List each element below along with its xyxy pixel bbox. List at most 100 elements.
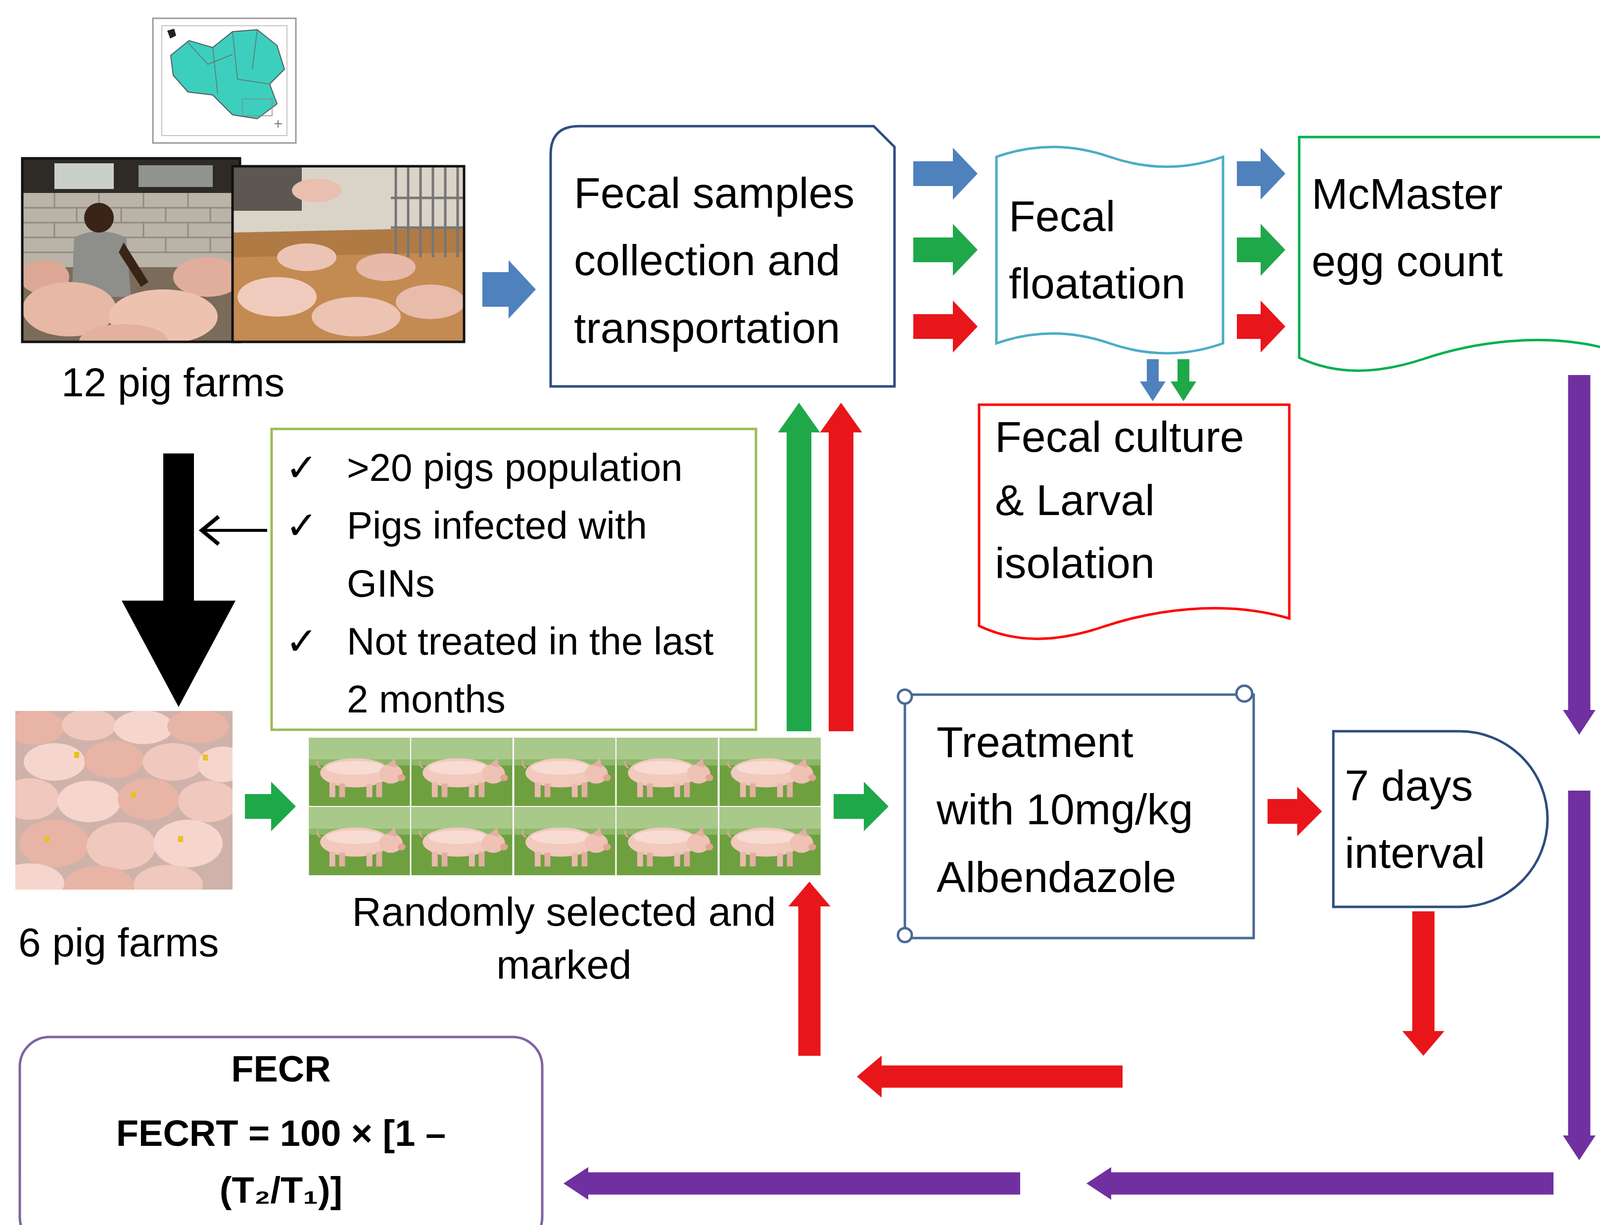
box-outline-shape [19,1036,543,1225]
farm-photo [74,752,80,758]
arrow-head [1562,1135,1596,1161]
arrow-shaft [244,794,272,819]
box-label: Fecal samples collection and transportat… [573,159,877,362]
pig-photo-grid [308,806,410,876]
arrow-shaft [1111,1172,1554,1195]
criteria-box: ✓>20 pigs population✓Pigs infected with … [270,427,757,731]
photo-frame [22,158,240,342]
farm-photo [237,277,317,317]
process-tape: Fecal floatation [994,142,1225,358]
pig-photo-grid [411,737,513,806]
farm-photo [133,864,203,890]
arrow-head [121,600,236,707]
farm-photo [22,192,240,253]
farm-photo [142,743,204,781]
farm-photo [44,836,50,843]
arrow-head [1086,1167,1112,1200]
box-outline [1331,729,1550,909]
farm-photo [117,778,180,820]
connector-arrow [1170,359,1197,402]
check-mark: ✓ [285,612,347,729]
farm-photo [178,836,184,843]
arrow-head [1139,381,1166,402]
farm-photo [173,257,240,297]
criteria-row: ✓Not treated in the last 2 months [285,612,748,729]
pig-photo-grid [308,737,822,876]
connector-arrow [833,781,889,832]
connector-arrow [1236,147,1286,200]
map-inset [161,25,287,136]
document-box: Fecal culture & Larval isolation [977,403,1291,641]
selected-pigs-node: Randomly selected and marked [296,737,832,991]
photo-frame [232,166,465,342]
connector-arrow [244,781,296,832]
pig-photo-grid [514,737,615,806]
arrow-shaft [881,1065,1123,1088]
arrow-shaft [482,272,509,307]
arrow-head [508,260,536,319]
box-outline-shape [550,126,895,387]
box-outline-shape [979,404,1290,639]
box-heading: FECR [67,1042,495,1096]
check-mark: ✓ [285,438,347,497]
arrow-head [1297,786,1322,837]
box-outline-shape [904,694,1254,939]
criteria-row: ✓>20 pigs population [285,438,748,497]
arrow-head [952,300,978,353]
criteria-text: >20 pigs population [346,438,738,497]
connector-arrow [778,402,821,732]
criteria-text: Pigs infected with GINs [346,496,738,613]
farm-photo [57,780,121,823]
box-outline [994,142,1225,358]
criteria-text: Not treated in the last 2 months [346,612,738,729]
arrow-head [1260,300,1286,353]
box-label: Fecal culture & Larval isolation [994,405,1276,595]
map-inset [242,98,273,116]
farm-photo [291,178,342,203]
farm-photo [84,202,114,233]
farm-photo [22,158,240,342]
farm-photo [15,863,65,890]
pig-photo-grid [308,737,822,876]
box-label: Treatment with 10mg/kg Albendazole [936,708,1207,911]
pig-photo-grid [616,806,718,876]
farm-photo-node: 6 pig farms [15,710,233,970]
pointer-arrow [201,516,219,545]
arrow-shaft [786,432,812,732]
farm-photo [153,819,223,868]
arrow-shaft [1568,375,1591,710]
pig-photo-grid [719,737,821,806]
arrow-shaft [913,161,953,187]
farm-photo [197,746,233,783]
arrow-shaft [1236,161,1261,187]
farm-photo [232,166,302,211]
farm-photo [113,710,174,745]
pointer-arrow [201,516,268,545]
farm-photo [118,242,149,287]
map-inset [170,29,285,119]
caption: Randomly selected and marked [301,885,827,991]
farm-photo [64,865,134,890]
map-inset [188,29,270,95]
farm-photo [178,780,233,823]
arrow-shaft [1236,237,1261,263]
farm-photo [232,227,465,258]
farm-photo [86,822,156,870]
farm-photo [22,158,240,194]
connector-arrow [913,224,978,277]
farm-photo [395,284,465,320]
farm-photo [15,710,233,890]
farm-photo [390,166,465,258]
arrow-head [271,781,296,832]
map-inset [152,18,296,143]
arrow-head [1170,381,1197,402]
connector-arrow [1267,786,1322,837]
box-label: McMaster egg count [1311,160,1569,296]
pig-photo-grid [719,806,821,876]
arrow-head [788,881,831,907]
box-label: Fecal floatation [1008,182,1215,318]
farm-photo [167,710,229,744]
arrow-head [952,224,978,277]
